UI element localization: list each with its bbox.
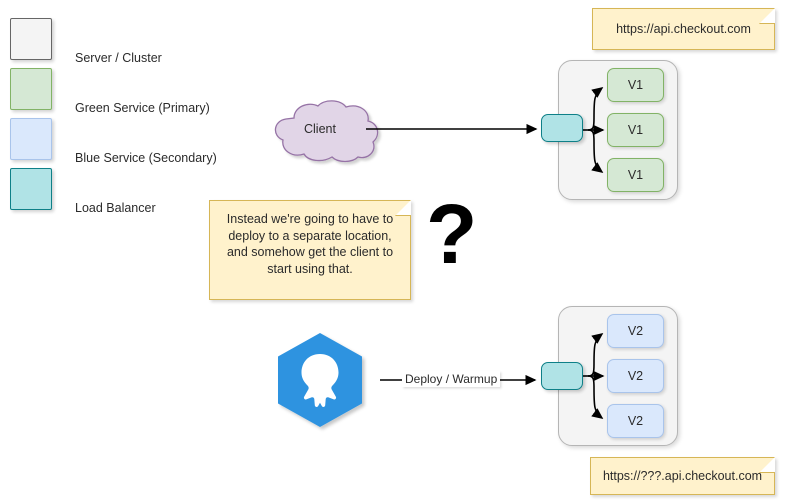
octopus-deploy-logo-icon — [278, 333, 362, 427]
note-bottom-url: https://???.api.checkout.com — [590, 457, 775, 495]
legend-label-green-service: Green Service (Primary) — [75, 101, 210, 115]
client-cloud — [274, 100, 379, 163]
legend-label-blue-service: Blue Service (Secondary) — [75, 151, 217, 165]
node-v1-2: V1 — [607, 113, 664, 147]
note-top-url-text: https://api.checkout.com — [616, 22, 751, 36]
octopus-glyph — [301, 354, 339, 407]
note-top-url: https://api.checkout.com — [592, 8, 775, 50]
question-mark-glyph: ? — [426, 187, 478, 281]
node-v2-2: V2 — [607, 359, 664, 393]
load-balancer-v2 — [541, 362, 583, 390]
node-v2-1-label: V2 — [627, 324, 644, 338]
node-v2-1: V2 — [607, 314, 664, 348]
node-v2-2-label: V2 — [627, 369, 644, 383]
note-annotation-text: Instead we're going to have to deploy to… — [226, 212, 394, 276]
top-branch-arrows — [578, 87, 605, 173]
node-v2-3: V2 — [607, 404, 664, 438]
legend-label-load-balancer: Load Balancer — [75, 201, 156, 215]
note-annotation: Instead we're going to have to deploy to… — [209, 200, 411, 300]
node-v1-1: V1 — [607, 68, 664, 102]
legend-label-server-cluster: Server / Cluster — [75, 51, 162, 65]
client-cloud-label: Client — [304, 122, 336, 136]
node-v1-1-label: V1 — [627, 78, 644, 92]
load-balancer-v1 — [541, 114, 583, 142]
question-mark: ? — [426, 192, 496, 282]
legend: Server / Cluster Green Service (Primary)… — [10, 18, 250, 214]
node-v1-3: V1 — [607, 158, 664, 192]
blue-service-swatch — [10, 118, 52, 160]
edge-client-to-lb — [366, 123, 538, 135]
node-v2-3-label: V2 — [627, 414, 644, 428]
note-bottom-url-text: https://???.api.checkout.com — [602, 469, 763, 483]
node-v1-2-label: V1 — [627, 123, 644, 137]
server-cluster-swatch — [10, 18, 52, 60]
load-balancer-swatch — [10, 168, 52, 210]
node-v1-3-label: V1 — [627, 168, 644, 182]
edge-label-deploy-warmup: Deploy / Warmup — [402, 371, 501, 387]
green-service-swatch — [10, 68, 52, 110]
